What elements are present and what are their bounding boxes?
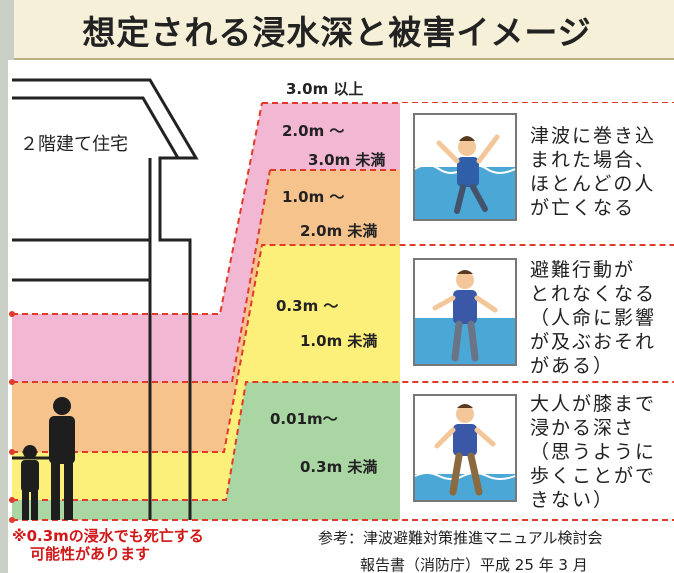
house-icon	[12, 78, 199, 520]
house-label: ２階建て住宅	[20, 134, 128, 155]
struggling-person-image	[413, 258, 517, 366]
warning-note: ※0.3mの浸水でも死亡する 可能性があります	[12, 527, 204, 563]
depth-label-band1-to: 3.0m 未満	[308, 151, 386, 169]
reference-line: 報告書（消防庁）平成 25 年 3 月	[360, 556, 588, 573]
depth-label-band2-from: 1.0m ～	[282, 188, 345, 206]
description-line: きない）	[530, 489, 615, 511]
depth-label-band3-from: 0.3m ～	[276, 297, 339, 315]
description-evacuation: 避難行動が とれなくなる （人命に影響 が及ぶおそれ がある）	[530, 258, 656, 378]
description-line: 避難行動が	[530, 259, 636, 281]
page-title: 想定される浸水深と被害イメージ	[82, 13, 592, 52]
depth-label-band2-to: 2.0m 未満	[300, 222, 378, 240]
depth-label-band4-to: 0.3m 未満	[300, 458, 378, 476]
drowning-person-image	[413, 113, 517, 221]
reference-note: 参考：津波避難対策推進マニュアル検討会 報告書（消防庁）平成 25 年 3 月	[318, 527, 603, 573]
reference-line: 参考：津波避難対策推進マニュアル検討会	[318, 529, 603, 547]
people-silhouette-icon	[21, 397, 75, 520]
depth-label-band4-from: 0.01m～	[270, 410, 338, 428]
description-line: ほとんどの人	[530, 173, 656, 195]
description-line: 浸かる深さ	[530, 417, 636, 439]
boundary-03m	[12, 244, 674, 453]
boundary-1m-b	[12, 169, 271, 383]
description-line: 津波に巻き込	[530, 125, 657, 147]
description-line: 歩くことがで	[530, 465, 657, 487]
title-bar	[14, 0, 674, 60]
description-fatal: 津波に巻き込 まれた場合、 ほとんどの人 が亡くなる	[530, 124, 656, 220]
wading-person-image	[413, 394, 517, 502]
description-line: が及ぶおそれ	[530, 331, 657, 353]
description-knee: 大人が膝まで 浸かる深さ （思うように 歩くことがで きない）	[530, 392, 656, 512]
depth-label-band3-to: 1.0m 未満	[300, 332, 378, 350]
depth-label-top: 3.0m 以上	[286, 80, 364, 98]
depth-label-band1-from: 2.0m ～	[282, 122, 345, 140]
description-line: （人命に影響	[530, 307, 657, 329]
description-line: がある）	[530, 355, 615, 377]
description-line: まれた場合、	[530, 149, 657, 171]
warning-note-line: ※0.3mの浸水でも死亡する	[12, 527, 204, 545]
description-line: （思うように	[530, 441, 657, 463]
band-orange	[12, 170, 400, 452]
description-line: が亡くなる	[530, 197, 636, 219]
boundary-001m	[12, 381, 674, 501]
description-line: とれなくなる	[530, 283, 657, 305]
band-yellow	[12, 245, 400, 500]
boundary-1m	[12, 102, 263, 315]
warning-note-line: 可能性があります	[30, 545, 151, 563]
band-green	[12, 382, 400, 520]
description-line: 大人が膝まで	[530, 393, 657, 415]
